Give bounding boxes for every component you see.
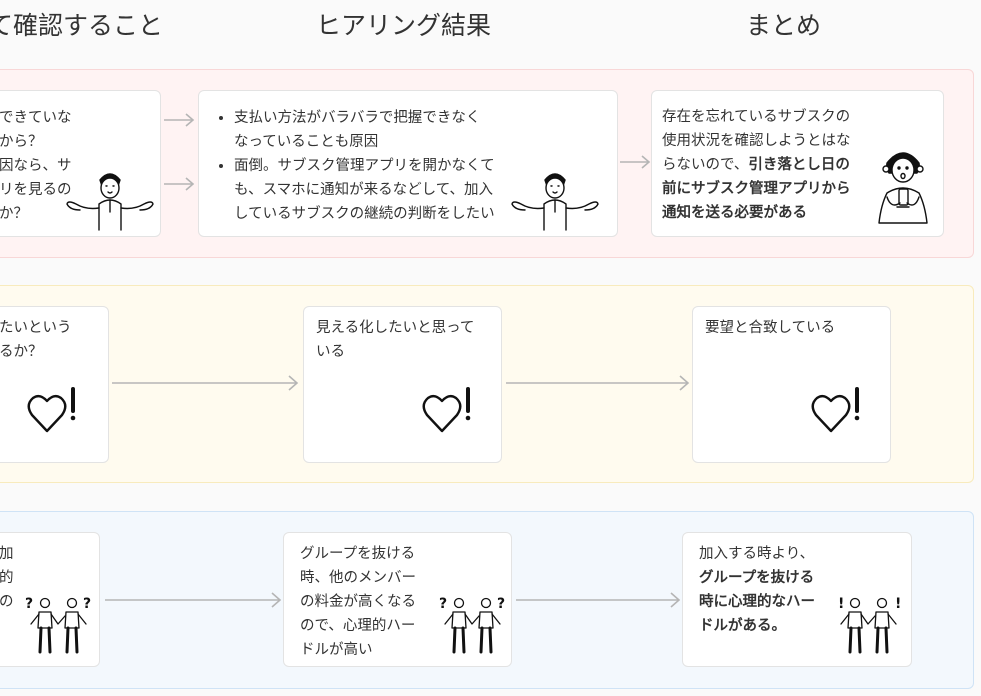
summary-emphasis: 通知を送る必要がある bbox=[662, 205, 807, 221]
svg-text:?: ? bbox=[497, 596, 505, 612]
summary-emphasis: ドルがある。 bbox=[699, 618, 786, 634]
card-text-line: から？ bbox=[0, 134, 43, 150]
arrow-row2-2 bbox=[506, 375, 690, 391]
heart-exclamation-icon bbox=[811, 387, 860, 433]
heart-exclamation-icon bbox=[422, 387, 471, 433]
row3-hearing-card: グループを抜ける 時、他のメンバー の料金が高くなる ので、心理的ハー ドルが高… bbox=[283, 532, 512, 667]
card-text-line: できていな bbox=[0, 110, 72, 126]
svg-text:!: ! bbox=[838, 596, 844, 612]
row3-confirm-card: 加 的 の ? ? bbox=[0, 532, 100, 667]
card-text-line: の bbox=[0, 594, 14, 610]
summary-text: らないので、 bbox=[662, 157, 749, 173]
row2-summary-card: 要望と合致している bbox=[692, 306, 891, 463]
bullet-item: 支払い方法がバラバラで把握できなく なっていることも原因 bbox=[234, 106, 537, 154]
bullet-line: 面倒。サブスク管理アプリを開かなくて bbox=[234, 158, 495, 174]
card-text-line: 加 bbox=[0, 546, 14, 562]
arrow-row3-1 bbox=[105, 592, 282, 608]
summary-text: 加入する時より、 bbox=[699, 546, 815, 562]
arrow-row2-1 bbox=[112, 375, 299, 391]
two-people-question-icon: ? ? bbox=[25, 596, 91, 654]
summary-line: 存在を忘れているサブスクの bbox=[662, 109, 851, 125]
row1-hearing-card: 支払い方法がバラバラで把握できなく なっていることも原因 面倒。サブスク管理アプ… bbox=[198, 90, 618, 237]
column-header-summary: まとめ bbox=[746, 11, 822, 40]
bullet-line: しているサブスクの継続の判断をしたい bbox=[234, 206, 495, 222]
bullet-line: 支払い方法がバラバラで把握できなく bbox=[234, 110, 481, 126]
hearing-bullet-list: 支払い方法がバラバラで把握できなく なっていることも原因 面倒。サブスク管理アプ… bbox=[217, 106, 537, 226]
card-text-line: の料金が高くなる bbox=[300, 594, 416, 610]
bullet-item: 面倒。サブスク管理アプリを開かなくて も、スマホに通知が来るなどして、加入 して… bbox=[234, 154, 537, 226]
svg-text:!: ! bbox=[895, 596, 901, 612]
shrugging-person-icon bbox=[511, 173, 599, 231]
svg-text:?: ? bbox=[25, 596, 33, 612]
svg-text:?: ? bbox=[439, 596, 447, 612]
card-text-line: 要望と合致している bbox=[705, 320, 836, 336]
card-text-line: リを見るの bbox=[0, 182, 72, 198]
card-text-line: 因なら、サ bbox=[0, 158, 72, 174]
row3-summary-card: 加入する時より、 グループを抜ける 時に心理的なハー ドルがある。 ! ! bbox=[682, 532, 912, 667]
summary-emphasis: 引き落とし日の bbox=[748, 157, 850, 173]
card-text-line: るか？ bbox=[0, 344, 43, 360]
card-text-line: ので、心理的ハー bbox=[300, 618, 416, 634]
arrow-row1-top bbox=[164, 113, 195, 127]
card-text-line: いる bbox=[316, 344, 345, 360]
column-header-hearing-result: ヒアリング結果 bbox=[316, 11, 492, 40]
row2-hearing-card: 見える化したいと思って いる bbox=[303, 306, 502, 463]
summary-emphasis: 時に心理的なハー bbox=[699, 594, 815, 610]
bullet-line: も、スマホに通知が来るなどして、加入 bbox=[234, 182, 493, 198]
card-text-line: グループを抜ける bbox=[300, 546, 416, 562]
card-text-line: ドルが高い bbox=[300, 642, 373, 658]
card-text-line: たいという bbox=[0, 320, 72, 336]
two-people-exclamation-icon: ! ! bbox=[838, 596, 901, 654]
summary-emphasis: 前にサブスク管理アプリから bbox=[662, 181, 851, 197]
svg-text:?: ? bbox=[83, 596, 91, 612]
card-text-line: か？ bbox=[0, 206, 28, 222]
shrugging-person-icon bbox=[66, 173, 154, 231]
column-header-confirm: て確認すること bbox=[0, 11, 164, 40]
card-text-line: 見える化したいと思って bbox=[316, 320, 475, 336]
row1-confirm-card: できていな から？ 因なら、サ リを見るの か？ bbox=[0, 90, 161, 237]
card-text-line: 的 bbox=[0, 570, 14, 586]
row2-confirm-card: たいという るか？ bbox=[0, 306, 109, 463]
row1-summary-card: 存在を忘れているサブスクの 使用状況を確認しようとはな らないので、引き落とし日… bbox=[651, 90, 944, 237]
card-text-line: 時、他のメンバー bbox=[300, 570, 416, 586]
arrow-row1-summary bbox=[620, 155, 651, 169]
heart-exclamation-icon bbox=[27, 387, 76, 433]
summary-emphasis: グループを抜ける bbox=[699, 570, 815, 586]
surprised-person-with-phone-icon bbox=[878, 152, 928, 224]
two-people-question-icon: ? ? bbox=[439, 596, 505, 654]
summary-line: 使用状況を確認しようとはな bbox=[662, 133, 851, 149]
bullet-line: なっていることも原因 bbox=[234, 134, 379, 150]
arrow-row3-2 bbox=[516, 592, 681, 608]
arrow-row1-bottom bbox=[164, 177, 195, 191]
